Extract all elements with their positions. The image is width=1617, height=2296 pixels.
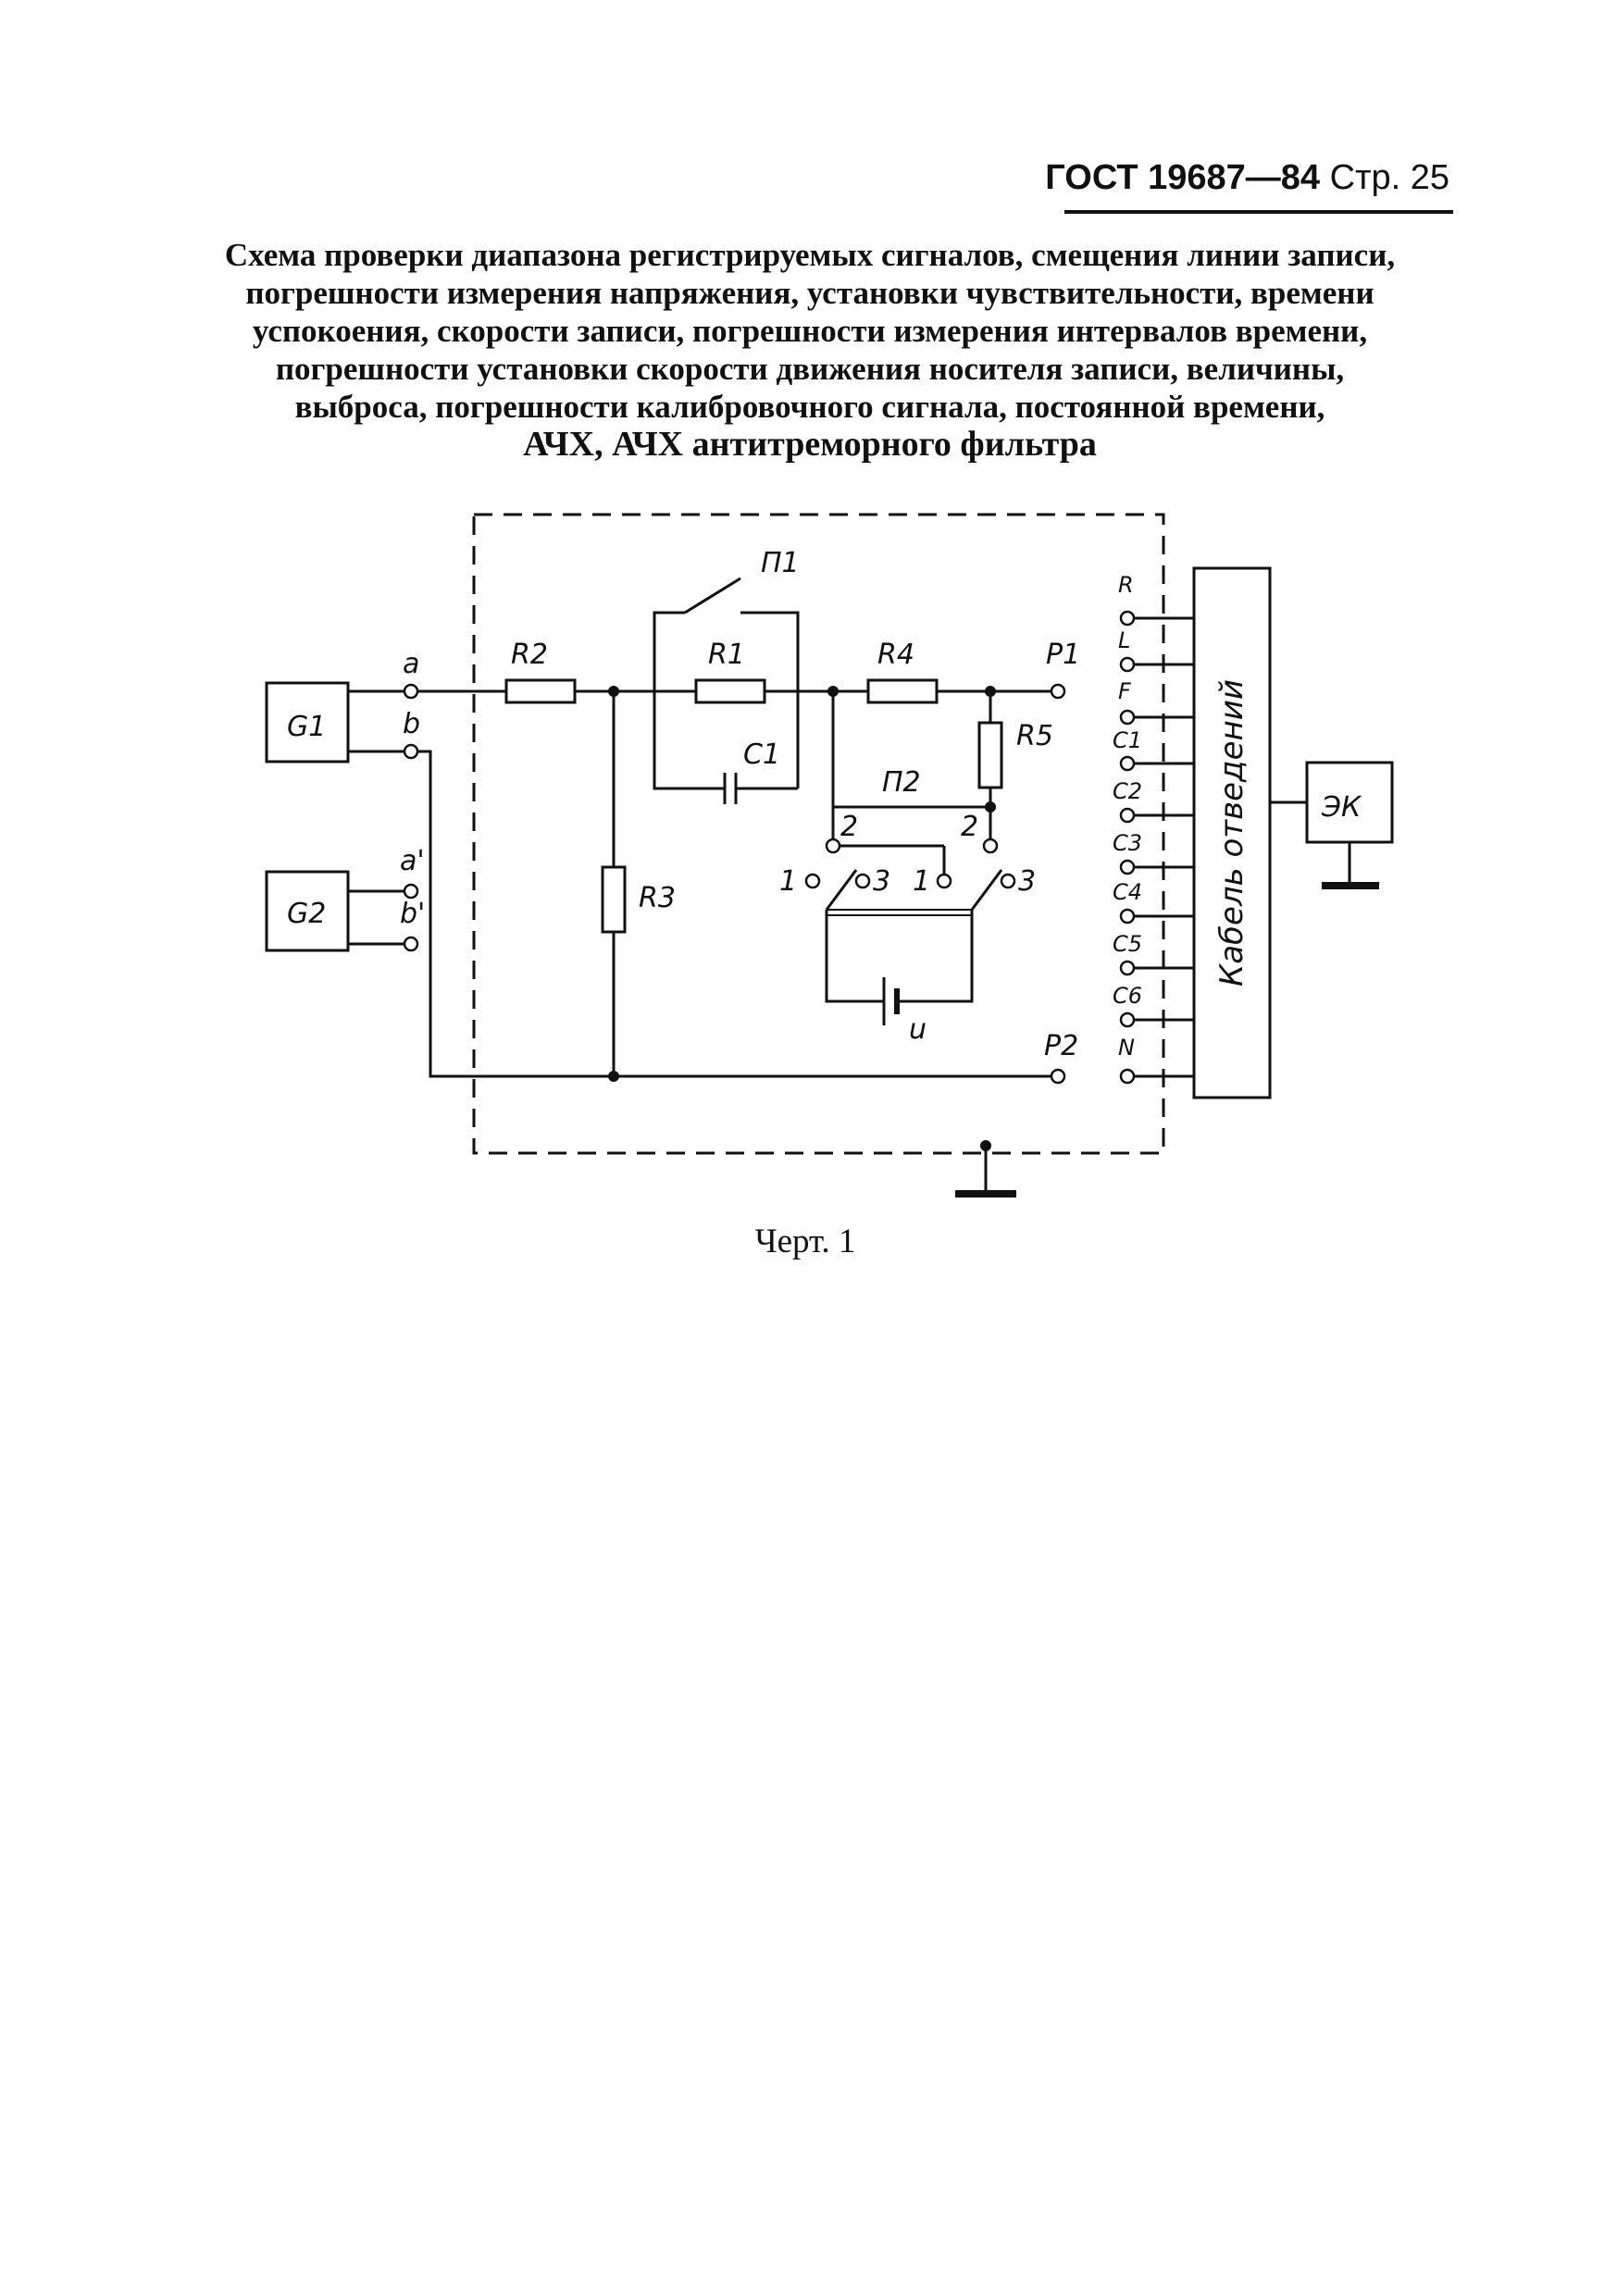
label-lead-c3: C3 (1113, 830, 1142, 856)
label-device-ek: ЭК (1321, 791, 1362, 824)
label-lead-n: N (1118, 1035, 1135, 1061)
label-p2-contact-1-right: 1 (913, 865, 930, 898)
caption-line-1: Схема проверки диапазона регистрируемых … (224, 237, 1396, 273)
caption-line-4: погрешности установки скорости движения … (275, 351, 1345, 387)
standard-number: ГОСТ 19687—84 (1045, 158, 1321, 197)
generator-g1 (265, 681, 350, 763)
wire-p1-switch-left (653, 611, 685, 691)
page-number: Стр. 25 (1329, 158, 1449, 197)
label-terminal-b2: b' (400, 898, 425, 930)
label-r1: R1 (708, 639, 745, 671)
label-switch-p2: П2 (882, 766, 921, 799)
label-lead-cable: Кабель отведений (1213, 679, 1250, 987)
label-p1: P1 (1046, 639, 1080, 671)
label-r5: R5 (1016, 720, 1053, 752)
generator-g2 (265, 870, 350, 952)
switch-p2-blade-right (970, 869, 1003, 911)
wire-p1-switch-right (740, 611, 800, 788)
shield-enclosure (472, 513, 1165, 1155)
label-lead-r: R (1118, 572, 1134, 598)
label-p2: P2 (1044, 1030, 1078, 1062)
label-lead-c4: C4 (1113, 879, 1142, 905)
label-lead-f: F (1118, 678, 1132, 704)
label-p2-contact-2-right: 2 (961, 811, 978, 843)
label-p2-contact-3-right: 3 (1018, 865, 1036, 898)
label-g2: G2 (287, 898, 326, 930)
switch-p1-blade (684, 577, 741, 614)
header-text: ГОСТ 19687—84 Стр. 25 (1045, 158, 1449, 198)
label-p2-contact-2-left: 2 (840, 811, 858, 843)
label-switch-p1: П1 (761, 547, 800, 579)
label-terminal-b: b (403, 708, 420, 740)
label-lead-l: L (1118, 627, 1130, 653)
figure-label: Черт. 1 (754, 1222, 856, 1260)
label-r4: R4 (877, 639, 914, 671)
caption-line-3: успокоения, скорости записи, погрешности… (252, 313, 1368, 349)
label-r2: R2 (511, 639, 548, 671)
label-g1: G1 (287, 711, 326, 743)
resistor-r3 (601, 865, 627, 934)
resistor-r1 (694, 678, 766, 704)
label-lead-c1: C1 (1113, 727, 1142, 753)
label-r3: R3 (639, 882, 676, 914)
label-lead-c6: C6 (1113, 983, 1142, 1009)
lead-cable-block (1192, 566, 1272, 1099)
label-terminal-a: a (403, 648, 419, 680)
wire-bottom-bus (417, 750, 1051, 1078)
switch-p2-blade-left (825, 869, 858, 911)
label-voltage-source: u (909, 1013, 927, 1046)
label-lead-c5: C5 (1113, 931, 1142, 957)
resistor-r5 (977, 721, 1003, 789)
wire-battery-left (825, 910, 884, 1003)
label-lead-c2: C2 (1113, 778, 1142, 804)
label-p2-contact-3-left: 3 (873, 865, 890, 898)
junction-dots (608, 686, 996, 1151)
wire-battery-right (897, 910, 974, 1003)
wire-c1-left (653, 691, 725, 790)
caption-line-6: АЧХ, АЧХ антитреморного фильтра (523, 425, 1097, 464)
resistor-r4 (866, 678, 939, 704)
terminals (403, 610, 1136, 1085)
caption-line-2: погрешности измерения напряжения, устано… (245, 275, 1374, 311)
lead-wires (1135, 616, 1194, 1078)
caption-line-5: выброса, погрешности калибровочного сигн… (294, 389, 1325, 425)
label-terminal-a2: a' (400, 845, 425, 877)
resistor-r2 (504, 678, 577, 704)
page-header: ГОСТ 19687—84 Стр. 25 (1045, 153, 1453, 214)
label-c1: C1 (743, 738, 780, 771)
figure-caption: Схема проверки диапазона регистрируемых … (176, 236, 1444, 464)
label-p2-contact-1-left: 1 (779, 865, 797, 898)
